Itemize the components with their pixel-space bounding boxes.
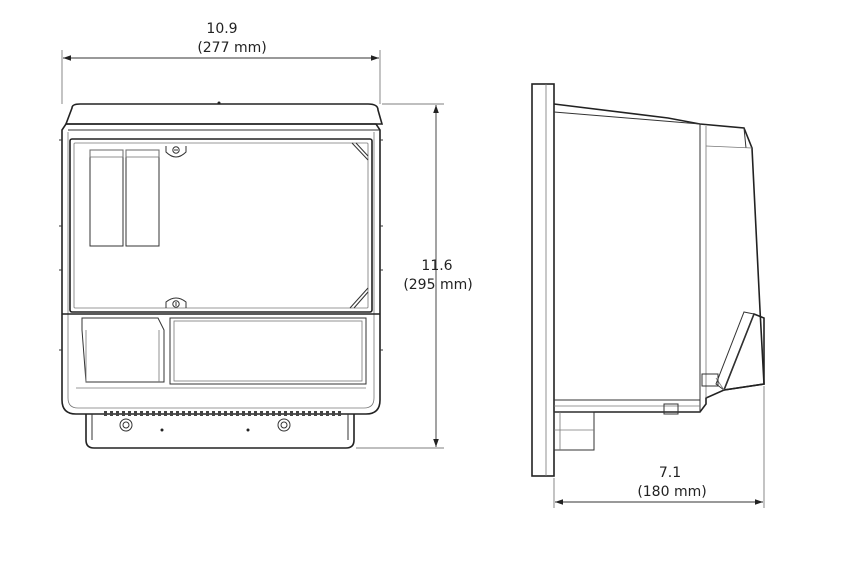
vent-slot (170, 411, 173, 416)
depth-mm-label: (180 mm) (637, 484, 706, 500)
depth-inches-label: 7.1 (659, 465, 681, 481)
vent-slot (164, 411, 167, 416)
depth-dimension (553, 386, 765, 508)
vent-slot (194, 411, 197, 416)
vent-slot (140, 411, 143, 416)
vent-slot (296, 411, 299, 416)
vent-slot (314, 411, 317, 416)
cover-panel (69, 138, 373, 313)
height-dimension (356, 103, 444, 449)
vent-slot (278, 411, 281, 416)
vent-slot (224, 411, 227, 416)
mounting-plate (531, 83, 555, 477)
vent-slot (230, 411, 233, 416)
breaker-left (89, 149, 124, 247)
vent-slot (134, 411, 137, 416)
vent-slot (188, 411, 191, 416)
vent-slot (158, 411, 161, 416)
vent-slot (248, 411, 251, 416)
screw-bottom (165, 297, 187, 308)
height-mm-label: (295 mm) (403, 277, 472, 293)
vent-slot (182, 411, 185, 416)
vent-slot (146, 411, 149, 416)
vent-slot (152, 411, 155, 416)
vent-slot (116, 411, 119, 416)
vent-slot (308, 411, 311, 416)
vent-slot (176, 411, 179, 416)
vent-slot (128, 411, 131, 416)
vent-slot (122, 411, 125, 416)
vent-slot (206, 411, 209, 416)
screw-top (165, 146, 187, 158)
vent-slot (212, 411, 215, 416)
side-view (531, 83, 765, 477)
vent-slot (266, 411, 269, 416)
vent-slots (104, 411, 341, 416)
width-dimension (61, 50, 381, 104)
vent-slot (218, 411, 221, 416)
front-view (59, 101, 384, 449)
handle-recess (81, 317, 165, 383)
vent-slot (320, 411, 323, 416)
width-inches-label: 10.9 (206, 21, 237, 37)
vent-slot (326, 411, 329, 416)
height-inches-label: 11.6 (421, 258, 452, 274)
vent-slot (302, 411, 305, 416)
vent-slot (104, 411, 107, 416)
vent-slot (284, 411, 287, 416)
side-bracket (553, 411, 595, 451)
vent-slot (200, 411, 203, 416)
vent-slot (242, 411, 245, 416)
vent-slot (338, 411, 341, 416)
label-plate (169, 317, 367, 385)
vent-slot (254, 411, 257, 416)
vent-slot (260, 411, 263, 416)
vent-slot (110, 411, 113, 416)
breaker-right (125, 149, 160, 247)
width-mm-label: (277 mm) (197, 40, 266, 56)
vent-slot (332, 411, 335, 416)
vent-slot (236, 411, 239, 416)
vent-slot (290, 411, 293, 416)
vent-slot (272, 411, 275, 416)
